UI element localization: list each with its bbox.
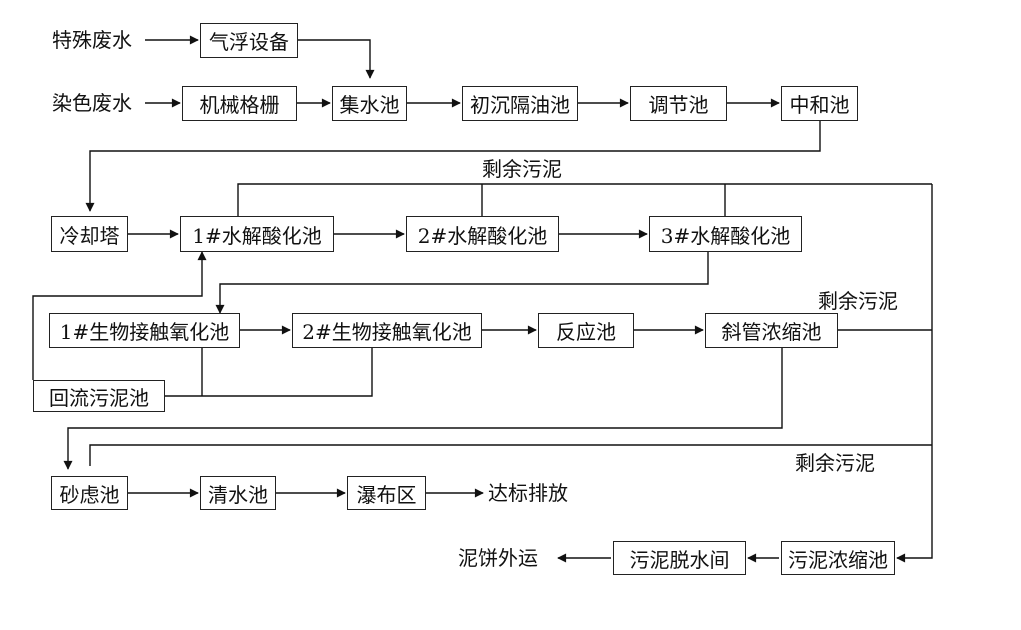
hydrolysis-3-box: 3#水解酸化池 xyxy=(649,216,802,252)
excess-sludge-label-1: 剩余污泥 xyxy=(482,157,562,181)
clear-water-tank-box: 清水池 xyxy=(200,476,276,510)
flow-flotation-to-collection xyxy=(298,39,375,79)
equalization-tank-box: 调节池 xyxy=(630,86,727,121)
inclined-tube-thickener-box: 斜管浓缩池 xyxy=(705,313,838,348)
reaction-tank-box: 反应池 xyxy=(538,313,634,348)
excess-sludge-line-sand xyxy=(89,444,932,466)
bio-contact-1-box: 1#生物接触氧化池 xyxy=(49,313,240,348)
flow-h3-to-bio1 xyxy=(215,252,709,314)
settling-oil-separator-box: 初沉隔油池 xyxy=(462,86,578,121)
special-wastewater-label: 特殊废水 xyxy=(52,28,132,52)
excess-sludge-label-3: 剩余污泥 xyxy=(795,451,875,475)
air-flotation-box: 气浮设备 xyxy=(200,23,298,58)
mechanical-grille-box: 机械格栅 xyxy=(182,86,297,121)
return-to-h1 xyxy=(32,251,207,380)
sludge-thickener-box: 污泥浓缩池 xyxy=(781,541,895,575)
sand-filter-box: 砂虑池 xyxy=(51,476,128,510)
dyeing-wastewater-label: 染色废水 xyxy=(52,91,132,115)
waterfall-zone-box: 瀑布区 xyxy=(347,476,426,510)
return-from-bio2 xyxy=(165,348,373,397)
cooling-tower-box: 冷却塔 xyxy=(51,216,128,252)
hydrolysis-1-box: 1#水解酸化池 xyxy=(180,216,334,252)
excess-sludge-label-2: 剩余污泥 xyxy=(818,289,898,313)
cake-disposal-label: 泥饼外运 xyxy=(458,546,538,570)
excess-sludge-main-riser xyxy=(896,184,933,563)
bio-contact-2-box: 2#生物接触氧化池 xyxy=(292,313,482,348)
excess-sludge-line-top xyxy=(237,183,932,216)
flow-neutralization-to-cooling xyxy=(85,118,821,212)
discharge-label: 达标排放 xyxy=(488,481,568,505)
sludge-dewatering-box: 污泥脱水间 xyxy=(613,541,746,575)
return-sludge-tank-box: 回流污泥池 xyxy=(33,380,165,412)
neutralization-tank-box: 中和池 xyxy=(781,86,858,121)
collection-tank-box: 集水池 xyxy=(332,86,407,121)
flow-thickener-to-sand xyxy=(63,348,783,470)
hydrolysis-2-box: 2#水解酸化池 xyxy=(406,216,559,252)
